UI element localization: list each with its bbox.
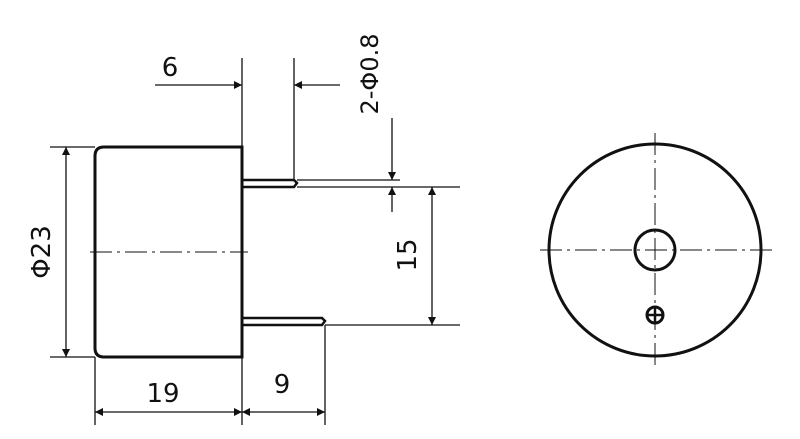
dimension-label-body-diameter: Φ23 (27, 225, 57, 279)
dimension-body-diameter: Φ23 (27, 146, 95, 358)
front-view (540, 133, 772, 370)
dimension-pin-diameter: 2-Φ0.8 (297, 34, 460, 212)
dimension-label-pin-diameter: 2-Φ0.8 (356, 34, 384, 115)
dimension-label-body-length: 19 (146, 379, 179, 409)
buzzer-body-outline (93, 145, 244, 359)
dimension-label-pin-length: 9 (274, 370, 291, 400)
polarity-plus-icon (645, 305, 665, 325)
bottom-pin (242, 316, 327, 327)
sound-hole (633, 228, 677, 272)
top-pin (242, 178, 299, 189)
dimension-body-length: 19 (94, 357, 243, 425)
dimension-pin-offset: 6 (155, 53, 340, 180)
dimension-pin-pitch: 15 (325, 187, 460, 326)
side-view (90, 145, 327, 359)
dimension-label-6: 6 (162, 53, 179, 83)
dimension-pin-length: 9 (242, 325, 326, 425)
dimension-label-pin-pitch: 15 (393, 238, 423, 271)
